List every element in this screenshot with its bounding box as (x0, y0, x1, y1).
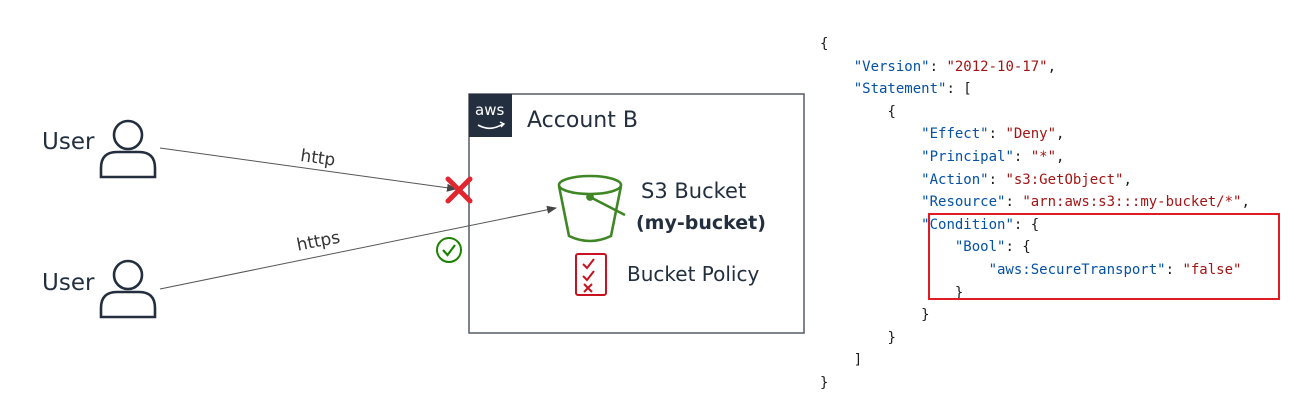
checklist-icon (575, 253, 607, 296)
bucket-policy-label: Bucket Policy (627, 262, 760, 286)
account-title: Account B (527, 108, 638, 133)
aws-logo-text: aws (475, 101, 505, 119)
json-value: "s3:GetObject" (1005, 171, 1124, 188)
json-value: "Deny" (1005, 126, 1057, 143)
policy-json-code: { "Version": "2012-10-17", "Statement": … (820, 36, 1250, 391)
allow-check-icon (436, 237, 462, 263)
bucket-name: (my-bucket) (636, 212, 766, 234)
json-value: "2012-10-17" (946, 58, 1048, 75)
json-key: "Bool" (954, 239, 1006, 256)
user-icon (99, 119, 157, 179)
json-key: "Effect" (921, 126, 989, 143)
bucket-title: S3 Bucket (641, 179, 747, 203)
json-key: "Principal" (921, 148, 1014, 165)
json-value: "*" (1030, 148, 1057, 165)
deny-x-icon (445, 176, 473, 204)
condition-highlight-box (928, 213, 1280, 300)
user-label: User (42, 129, 95, 155)
json-key: "aws:SecureTransport" (988, 261, 1166, 278)
aws-logo-icon (469, 94, 512, 137)
s3-bucket-icon (557, 174, 626, 243)
http-edge (159, 147, 457, 192)
https-edge (159, 205, 557, 290)
user-label: User (42, 270, 95, 296)
json-key: "Statement" (853, 81, 947, 98)
json-key: "Version" (853, 58, 930, 75)
account-box (468, 93, 805, 334)
json-value: "false" (1182, 261, 1242, 278)
json-key: "Resource" (921, 194, 1006, 211)
json-value: "arn:aws:s3:::my-bucket/*" (1022, 194, 1242, 211)
json-key: "Action" (921, 171, 989, 188)
user-icon (99, 259, 157, 319)
json-key: "Condition" (921, 216, 1014, 233)
